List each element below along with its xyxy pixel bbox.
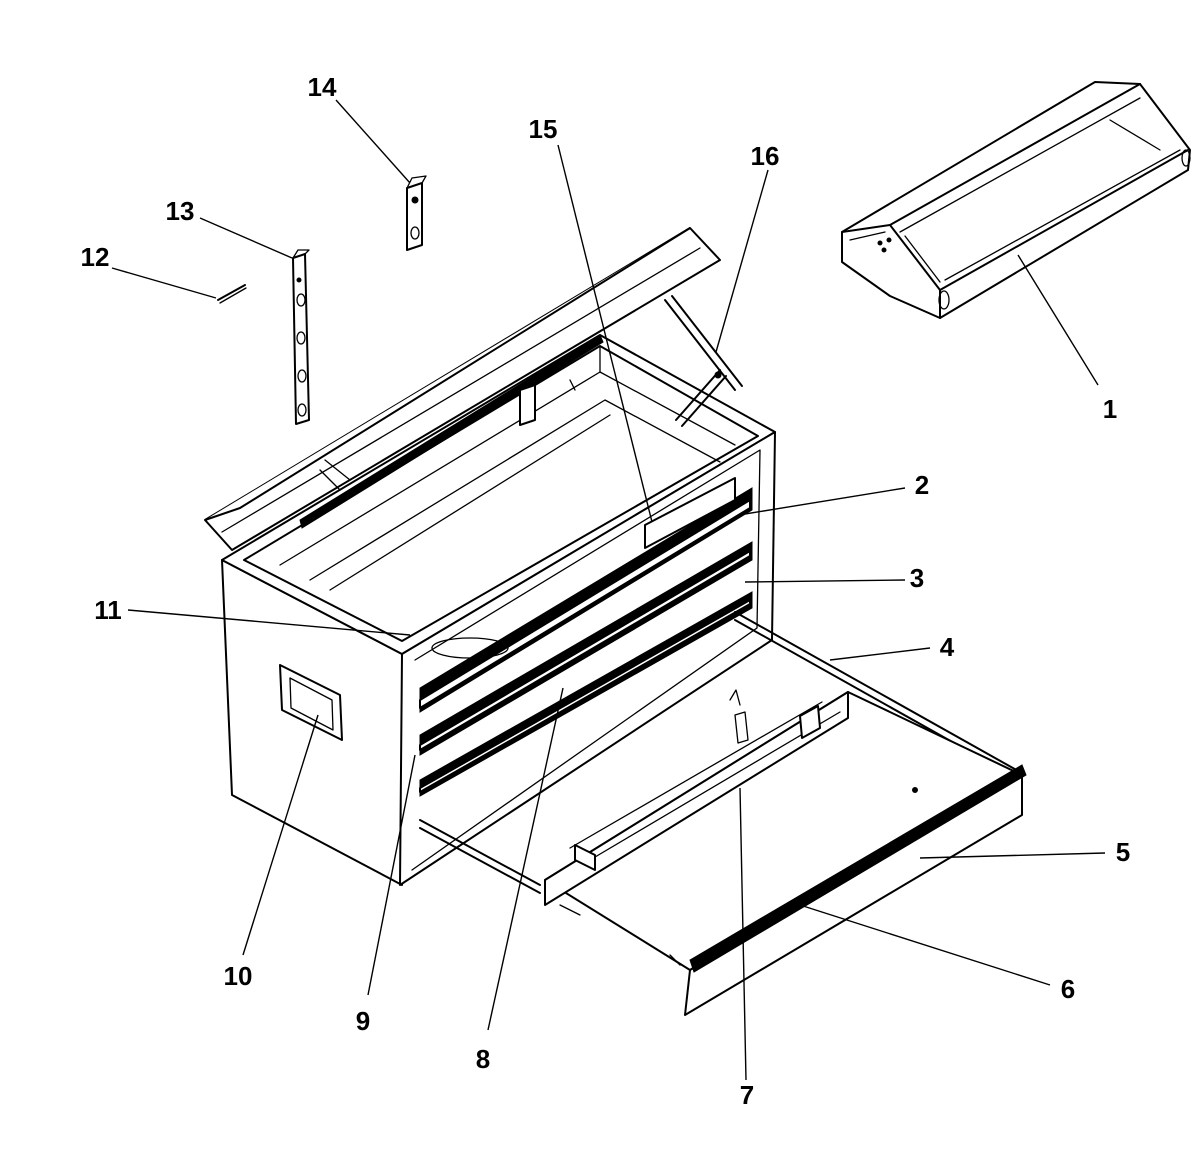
callout-16: 16 <box>751 141 780 171</box>
callout-3: 3 <box>910 563 924 593</box>
leader-lines <box>111 99 1106 1081</box>
callout-15: 15 <box>529 114 558 144</box>
callout-1: 1 <box>1103 394 1117 424</box>
callout-13: 13 <box>166 196 195 226</box>
tool-tray <box>841 81 1191 319</box>
callout-8: 8 <box>476 1044 490 1074</box>
hinge-strip <box>292 249 310 425</box>
hinge-pin <box>217 284 247 304</box>
callout-10: 10 <box>224 961 253 991</box>
hinge-bracket-small <box>406 175 427 251</box>
open-drawer <box>419 611 1027 1016</box>
chest-lid <box>204 227 743 551</box>
callout-7: 7 <box>740 1080 754 1110</box>
tool-chest-body <box>221 334 776 886</box>
callout-14: 14 <box>308 72 337 102</box>
callout-9: 9 <box>356 1006 370 1036</box>
callout-6: 6 <box>1061 974 1075 1004</box>
callout-2: 2 <box>915 470 929 500</box>
callout-12: 12 <box>81 242 110 272</box>
callout-labels: 1 2 3 4 5 6 7 8 9 10 11 12 13 14 15 16 <box>81 72 1131 1110</box>
callout-4: 4 <box>940 632 955 662</box>
callout-11: 11 <box>94 595 122 625</box>
callout-5: 5 <box>1116 837 1130 867</box>
